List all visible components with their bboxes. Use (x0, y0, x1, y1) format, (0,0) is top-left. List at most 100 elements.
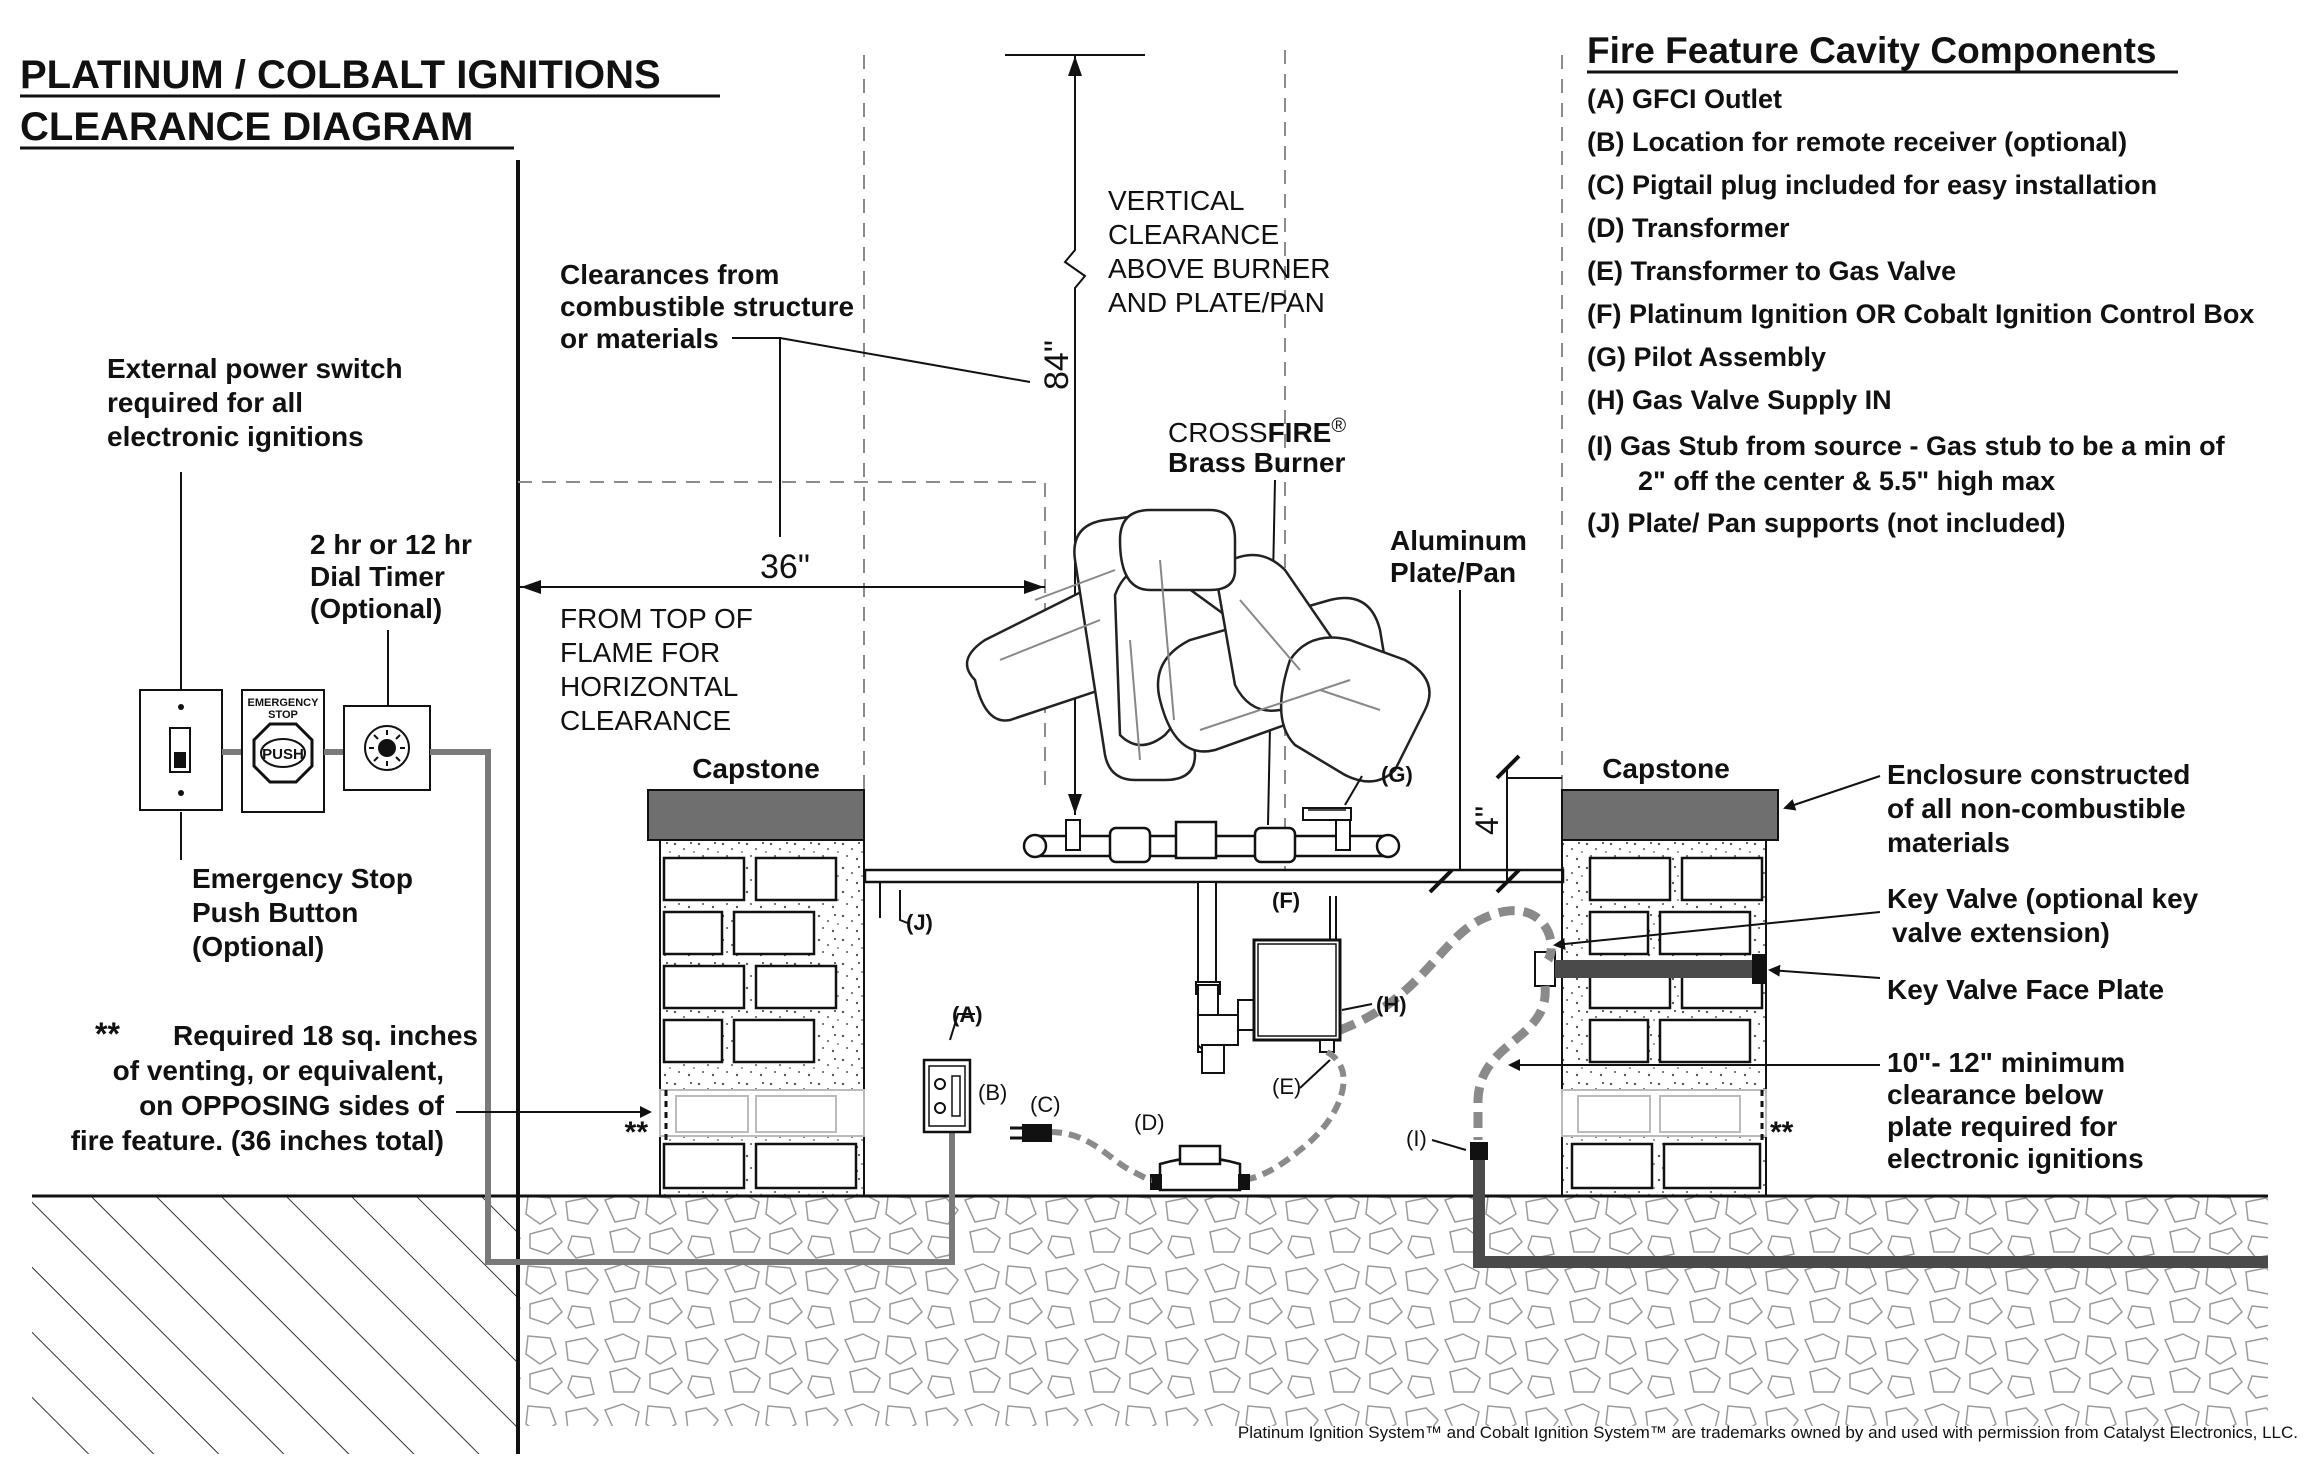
svg-text:on OPPOSING sides of: on OPPOSING sides of (139, 1090, 445, 1121)
svg-text:Aluminum: Aluminum (1390, 525, 1527, 556)
vertical-clearance-label: VERTICAL CLEARANCE ABOVE BURNER AND PLAT… (1108, 185, 1331, 318)
svg-text:CLEARANCE: CLEARANCE (1108, 219, 1279, 250)
svg-text:of all non-combustible: of all non-combustible (1887, 793, 2186, 824)
gas-source-line (1473, 1160, 2268, 1268)
vent-marker-right: ** (1770, 1116, 1794, 1149)
component-item: (H) Gas Valve Supply IN (1587, 385, 1892, 415)
component-item: (E) Transformer to Gas Valve (1587, 256, 1956, 286)
capstone-right-label: Capstone (1602, 753, 1730, 784)
power-wire (430, 749, 955, 1265)
key-valve-label: Key Valve (optional key valve extension) (1887, 883, 2199, 948)
emergency-stop-box: EMERGENCY STOP PUSH (241, 689, 325, 813)
from-top-label: FROM TOP OF FLAME FOR HORIZONTAL CLEARAN… (560, 603, 753, 736)
component-item: (J) Plate/ Pan supports (not included) (1587, 508, 2066, 538)
svg-text:electronic ignitions: electronic ignitions (107, 421, 364, 452)
footer-trademark: Platinum Ignition System™ and Cobalt Ign… (1238, 1423, 2298, 1442)
component-item: (D) Transformer (1587, 213, 1790, 243)
svg-text:**: ** (95, 1016, 120, 1052)
svg-text:electronic ignitions: electronic ignitions (1887, 1143, 2144, 1174)
vent-marker-left: ** (625, 1116, 649, 1149)
components-list: (A) GFCI Outlet (B) Location for remote … (1587, 84, 2254, 538)
svg-text:Plate/Pan: Plate/Pan (1390, 557, 1516, 588)
svg-text:AND PLATE/PAN: AND PLATE/PAN (1108, 287, 1325, 318)
svg-text:(F): (F) (1272, 888, 1300, 913)
svg-text:(D): (D) (1134, 1110, 1165, 1135)
svg-text:Key Valve (optional key: Key Valve (optional key (1887, 883, 2199, 914)
svg-text:of venting, or equivalent,: of venting, or equivalent, (113, 1055, 444, 1086)
svg-text:valve extension): valve extension) (1892, 917, 2110, 948)
component-item: (I) Gas Stub from source - Gas stub to b… (1587, 431, 2226, 461)
dial-timer-box (343, 705, 431, 791)
gas-supply-line (1338, 906, 1556, 1035)
component-item: (G) Pilot Assembly (1587, 342, 1826, 372)
venting-note: ** Required 18 sq. inches of venting, or… (71, 1016, 478, 1156)
pigtail-plug (1010, 1124, 1052, 1142)
gravel-fill (518, 1196, 2268, 1426)
dim-4-label: 4" (1469, 806, 1505, 835)
component-tags: (A) (B) (C) (D) (E) (F) (G) (H) (I) (J) (906, 762, 1427, 1151)
svg-text:materials: materials (1887, 827, 2010, 858)
gas-stub (1470, 1142, 1488, 1160)
component-item: (C) Pigtail plug included for easy insta… (1587, 170, 2157, 200)
transformer-wire (1239, 1049, 1347, 1183)
svg-text:(J): (J) (906, 910, 933, 935)
key-valve-face-label: Key Valve Face Plate (1887, 974, 2164, 1005)
ground (32, 160, 2268, 1454)
component-item: 2" off the center & 5.5" high max (1638, 466, 2055, 496)
title-line2: CLEARANCE DIAGRAM (20, 105, 473, 149)
svg-text:Push Button: Push Button (192, 897, 358, 928)
svg-text:required for all: required for all (107, 387, 303, 418)
min-clearance-label: 10"- 12" minimum clearance below plate r… (1887, 1047, 2144, 1174)
crossfire-label: CROSSFIRE® (1168, 415, 1346, 448)
enclosure-label: Enclosure constructed of all non-combust… (1887, 759, 2190, 858)
svg-text:fire feature. (36 inches total: fire feature. (36 inches total) (71, 1125, 444, 1156)
clearances-label: Clearances from combustible structure or… (560, 259, 854, 354)
key-valve (1534, 951, 1766, 987)
svg-text:Enclosure constructed: Enclosure constructed (1887, 759, 2190, 790)
external-power-label: External power switch required for all e… (107, 353, 403, 452)
svg-text:clearance below: clearance below (1887, 1079, 2104, 1110)
svg-text:FLAME FOR: FLAME FOR (560, 637, 720, 668)
svg-text:EMERGENCY: EMERGENCY (248, 697, 320, 709)
gfci-outlet (922, 1058, 972, 1134)
svg-text:Required 18 sq. inches: Required 18 sq. inches (173, 1020, 478, 1051)
pilot-assembly (1302, 807, 1352, 821)
svg-text:HORIZONTAL: HORIZONTAL (560, 671, 738, 702)
dimension-84 (1005, 54, 1145, 815)
svg-text:(C): (C) (1030, 1092, 1061, 1117)
svg-text:ABOVE BURNER: ABOVE BURNER (1108, 253, 1331, 284)
svg-text:(A): (A) (952, 1002, 983, 1027)
pigtail-wire (1049, 1129, 1153, 1183)
svg-text:(H): (H) (1376, 992, 1407, 1017)
dimension-36 (520, 580, 1045, 594)
capstone-right (1561, 789, 1779, 841)
title-line1: PLATINUM / COLBALT IGNITIONS (20, 53, 661, 97)
brass-burner-label: Brass Burner (1168, 447, 1346, 478)
svg-text:FROM TOP OF: FROM TOP OF (560, 603, 753, 634)
svg-text:External power switch: External power switch (107, 353, 403, 384)
transformer (1150, 1144, 1250, 1192)
component-item: (F) Platinum Ignition OR Cobalt Ignition… (1587, 299, 2254, 329)
svg-text:PUSH: PUSH (262, 746, 304, 763)
svg-text:STOP: STOP (268, 709, 298, 721)
pillar-left (647, 789, 865, 1197)
capstone-left (647, 789, 865, 841)
svg-text:Clearances from: Clearances from (560, 259, 779, 290)
aluminum-plate (863, 868, 1565, 884)
svg-text:(E): (E) (1272, 1074, 1301, 1099)
svg-text:(I): (I) (1406, 1126, 1427, 1151)
dial-timer-label: 2 hr or 12 hr Dial Timer (Optional) (310, 529, 472, 624)
log-set (965, 508, 1431, 783)
svg-text:Emergency Stop: Emergency Stop (192, 863, 413, 894)
power-switch (139, 689, 223, 811)
aluminum-label: Aluminum Plate/Pan (1390, 525, 1527, 588)
svg-text:(Optional): (Optional) (310, 593, 442, 624)
svg-text:(G): (G) (1381, 762, 1413, 787)
svg-text:VERTICAL: VERTICAL (1108, 185, 1244, 216)
svg-text:plate required for: plate required for (1887, 1111, 2117, 1142)
capstone-left-label: Capstone (692, 753, 820, 784)
svg-text:(B): (B) (978, 1080, 1007, 1105)
earth-hatch (32, 1196, 517, 1454)
